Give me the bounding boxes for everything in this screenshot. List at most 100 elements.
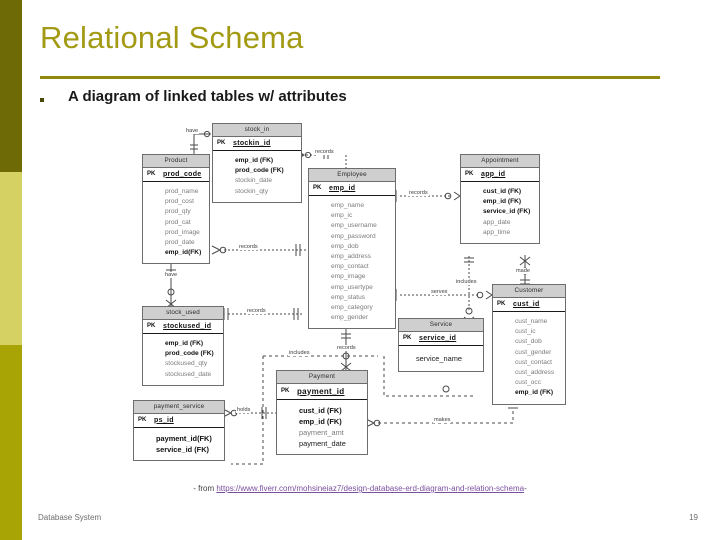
entity-appointment[interactable]: Appointment PK app_id cust_id (FK) emp_i… [460,154,540,245]
field: emp_password [331,232,376,240]
entity-service-pk: service_id [419,334,457,342]
field: emp_id (FK) [515,389,554,397]
pk-tag: PK [138,417,147,423]
bullet-text: A diagram of linked tables w/ attributes [68,88,347,105]
field: cust_gender [515,348,552,356]
field: cust_ic [515,328,536,336]
relationship-label-serves: serves [430,289,449,295]
field: emp_ic [331,212,353,220]
relationship-label-records-stockin-employee: records [314,149,335,155]
entity-employee-pk-row: PK emp_id [309,182,395,196]
relationship-label-have-stockin: have [185,128,200,134]
field: payment_date [299,439,346,448]
field: cust_address [515,369,555,377]
entity-stock-used[interactable]: stock_used PK stockused_id emp_id (FK) p… [142,306,224,386]
entity-payment-pk-row: PK payment_id [277,384,367,400]
field: prod_code (FK) [165,350,214,358]
field: emp_name [331,202,364,209]
field: emp_contact [331,263,369,271]
field: prod_cat [165,218,191,226]
field: cust_dob [515,338,542,346]
field: prod_qty [165,208,191,216]
relationship-label-includes-service: includes [455,279,478,285]
entity-payment-fields: cust_id (FK) emp_id (FK) payment_amt pay… [277,400,367,454]
erd-diagram: have records records have records record… [128,112,583,480]
entity-appointment-fields: cust_id (FK) emp_id (FK) service_id (FK)… [461,182,539,243]
pk-tag: PK [147,171,156,177]
entity-customer-title: Customer [493,285,565,298]
entity-payment-pk: payment_id [297,386,345,396]
field: prod_cost [165,198,194,206]
field: emp_category [331,304,373,312]
field: emp_gender [331,314,369,322]
entity-product-fields: prod_name prod_cost prod_qty prod_cat pr… [143,182,209,263]
pk-tag: PK [465,171,474,177]
field: cust_id (FK) [299,406,342,415]
entity-product-title: Product [143,155,209,168]
source-link[interactable]: https://www.fiverr.com/mohsineiaz7/desig… [216,484,525,493]
entity-payment-service-pk-row: PK ps_id [134,414,224,428]
footer-page-number: 19 [689,513,698,522]
entity-stock-in-pk: stockin_id [233,139,271,147]
pk-tag: PK [281,388,290,394]
field: service_id (FK) [483,208,531,216]
field: emp_id(FK) [165,249,202,257]
entity-employee[interactable]: Employee PK emp_id emp_name emp_ic emp_u… [308,168,396,330]
entity-payment[interactable]: Payment PK payment_id cust_id (FK) emp_i… [276,370,368,455]
entity-service-title: Service [399,319,483,332]
field: cust_contact [515,358,553,366]
entity-stock-used-title: stock_used [143,307,223,320]
sidebar-accent-gap [22,0,28,540]
entity-customer-pk: cust_id [513,300,540,308]
pk-tag: PK [217,140,226,146]
page-title: Relational Schema [40,20,304,55]
relationship-label-have-stockused: have [164,272,179,278]
field: emp_id (FK) [299,417,342,426]
field: payment_amt [299,428,344,437]
entity-stock-in-title: stock_in [213,124,301,137]
relationship-label-records-employee-appointment: records [408,190,429,196]
field: service_name [415,354,462,363]
entity-employee-pk: emp_id [329,184,356,192]
field: emp_dob [331,242,359,250]
field: app_date [483,218,511,226]
relationship-label-includes-paymentservice: includes [288,350,311,356]
entity-employee-fields: emp_name emp_ic emp_username emp_passwor… [309,196,395,328]
footer-label: Database System [38,513,102,522]
entity-stock-in[interactable]: stock_in PK stockin_id emp_id (FK) prod_… [212,123,302,203]
entity-customer-fields: cust_name cust_ic cust_dob cust_gender c… [493,312,565,404]
entity-payment-title: Payment [277,371,367,384]
entity-payment-service[interactable]: payment_service PK ps_id payment_id(FK) … [133,400,225,461]
field: emp_usertype [331,283,373,291]
source-prefix: - from [193,484,217,493]
field: prod_date [165,239,195,247]
entity-product-pk-row: PK prod_code [143,168,209,182]
relationship-label-records-stockused-employee: records [246,308,267,314]
field: prod_name [165,188,199,195]
entity-service-pk-row: PK service_id [399,332,483,346]
entity-payment-service-title: payment_service [134,401,224,414]
field: emp_image [331,273,366,281]
field: app_time [483,228,511,236]
field: emp_id (FK) [483,198,522,206]
field: cust_name [515,318,548,325]
bullet-item: A diagram of linked tables w/ attributes [40,88,660,106]
entity-stock-used-pk: stockused_id [163,322,212,330]
field: stockused_date [165,370,212,378]
relationship-label-makes: makes [433,417,452,423]
relationship-label-records-product-employee: records [238,244,259,250]
entity-customer[interactable]: Customer PK cust_id cust_name cust_ic cu… [492,284,566,405]
field: stockin_qty [235,187,268,195]
entity-appointment-pk-row: PK app_id [461,168,539,182]
entity-service[interactable]: Service PK service_id service_name [398,318,484,372]
entity-service-fields: service_name [399,346,483,371]
source-credit: - from https://www.fiverr.com/mohsineiaz… [0,484,720,493]
relationship-label-made: made [515,268,531,274]
field: prod_code (FK) [235,167,284,175]
pk-tag: PK [497,301,506,307]
entity-stock-used-fields: emp_id (FK) prod_code (FK) stockused_qty… [143,334,223,385]
pk-tag: PK [147,323,156,329]
field: prod_image [165,228,200,236]
field: cust_id (FK) [483,188,522,195]
entity-product[interactable]: Product PK prod_code prod_name prod_cost… [142,154,210,265]
